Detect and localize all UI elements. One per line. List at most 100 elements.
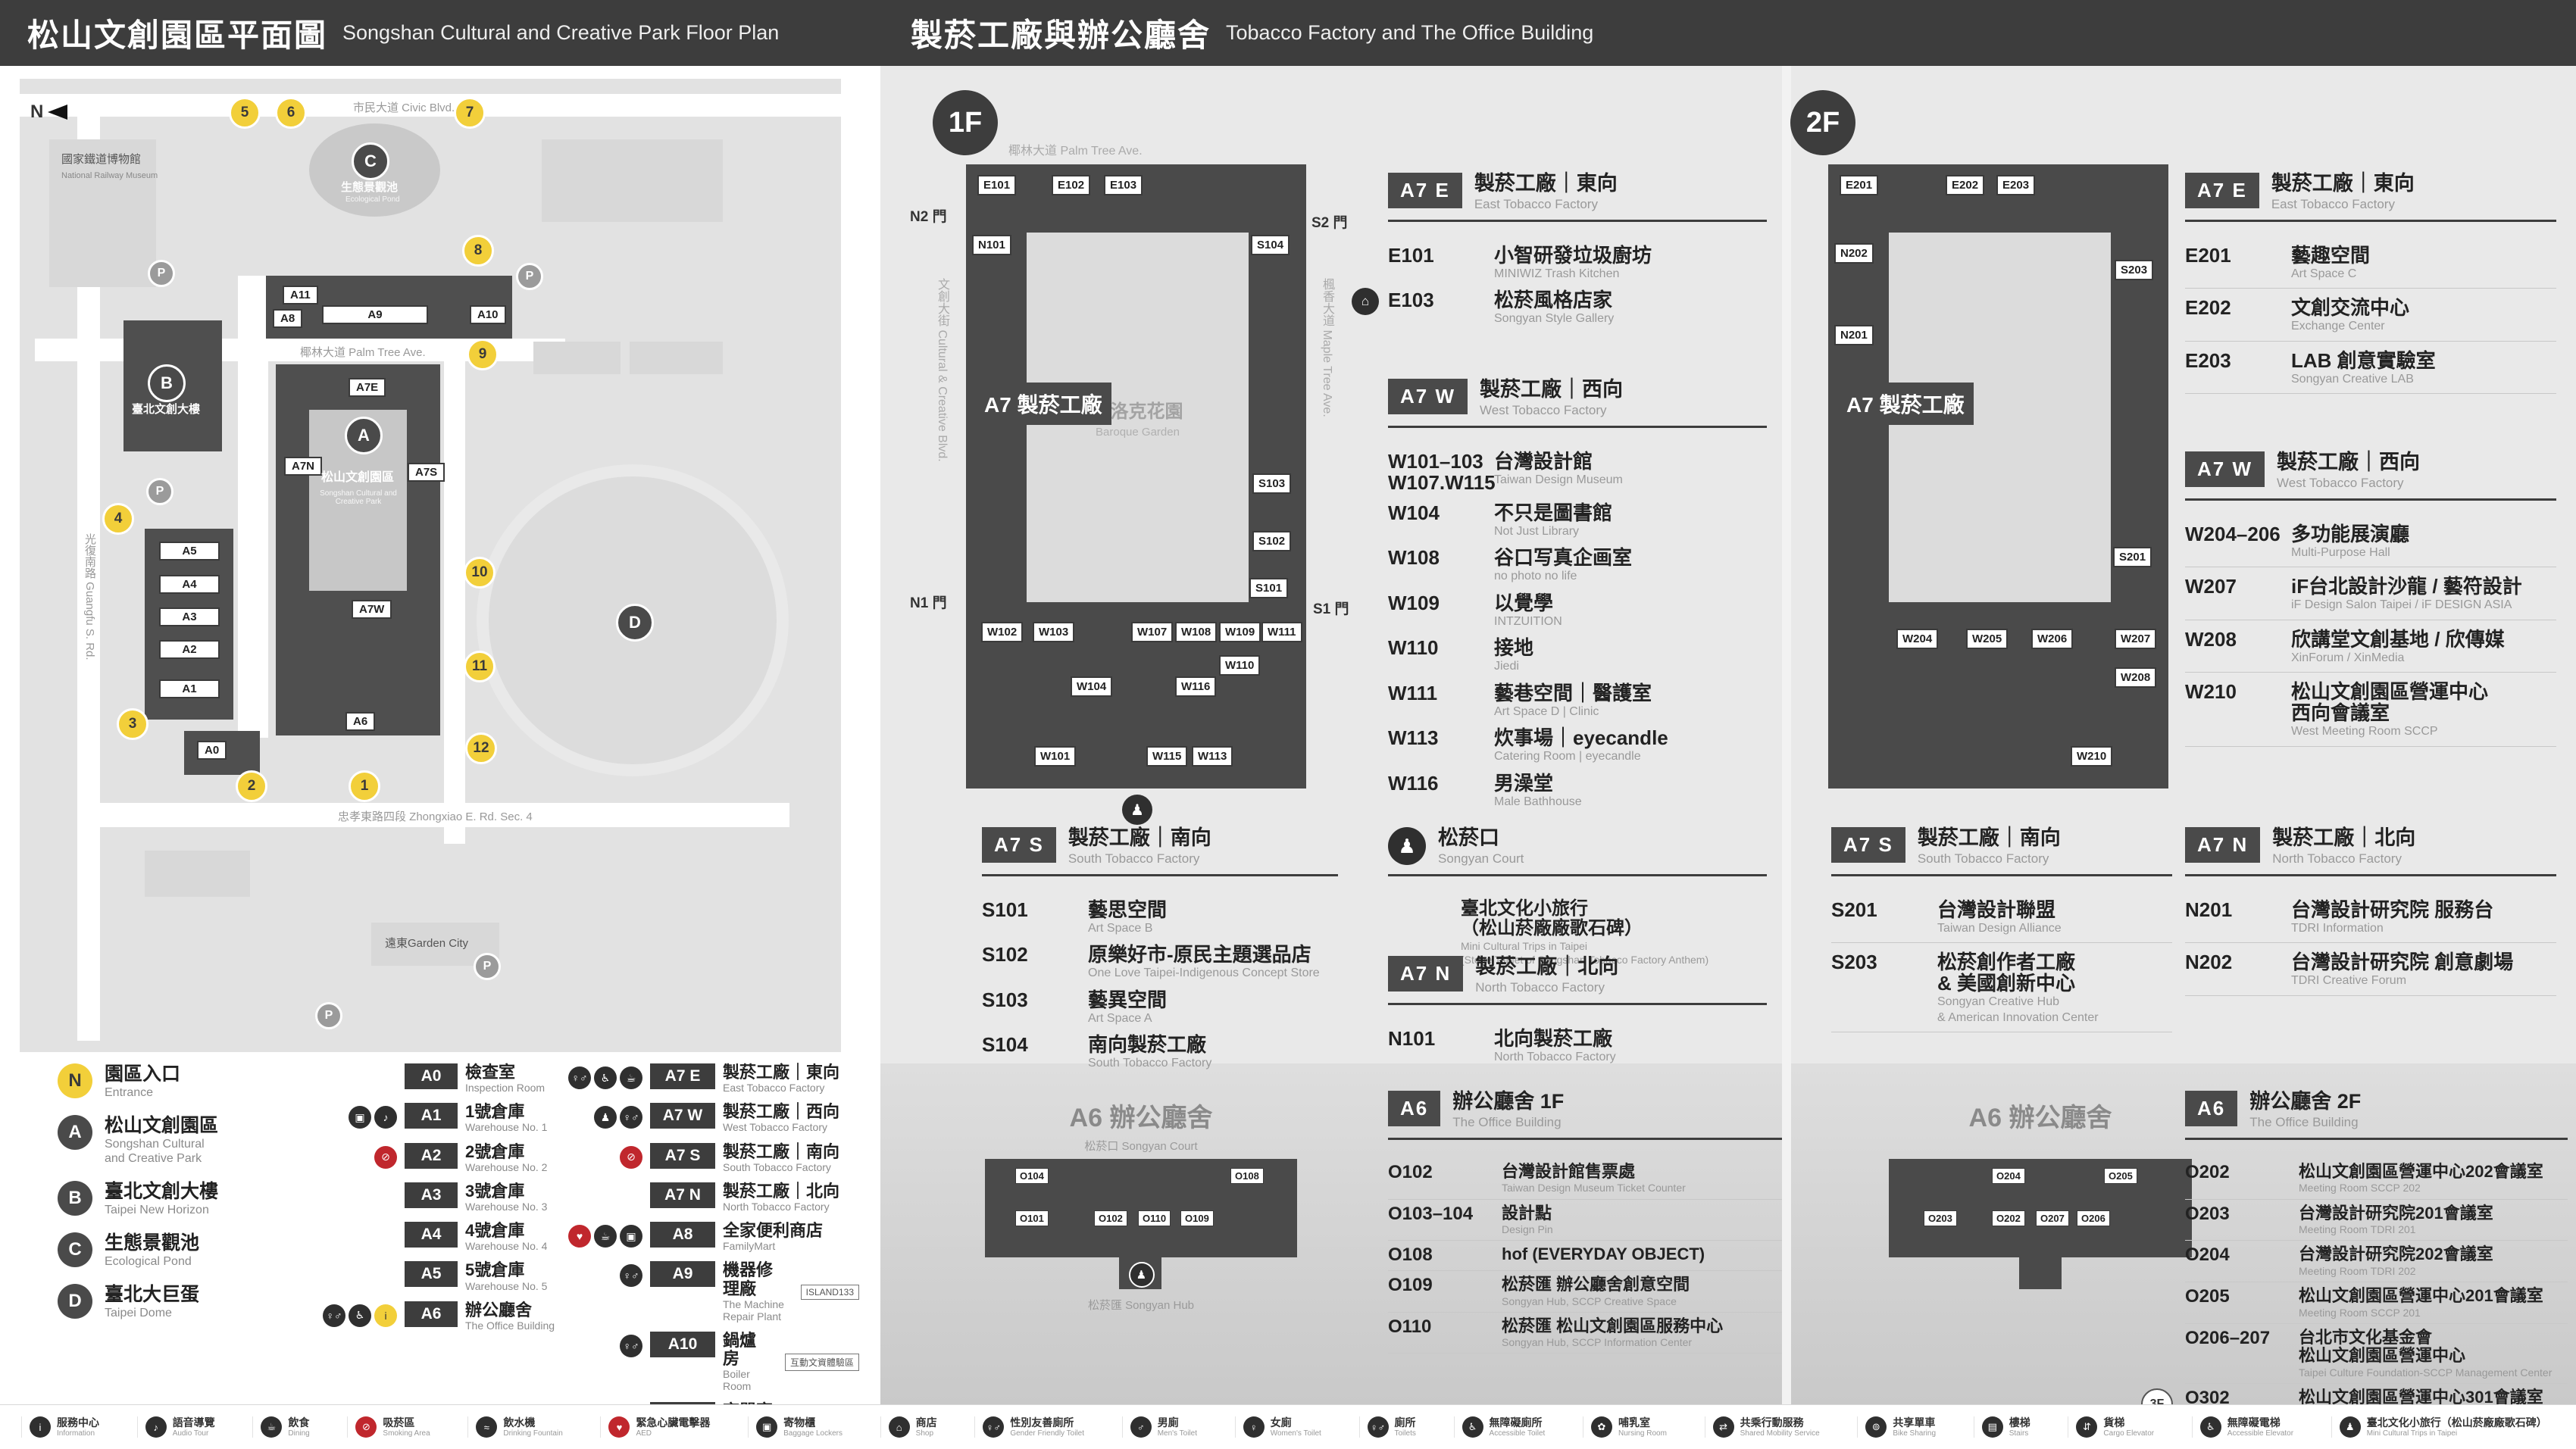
building-name-en: The Office Building [465,1319,555,1332]
plan-room: S203 [2115,260,2154,280]
plan-room: O104 [1015,1168,1049,1184]
room-code: E101 [1388,243,1434,267]
building-name: 鍋爐房 Boiler Room [723,1331,773,1393]
room-code: S104 [982,1033,1028,1057]
room-code: W108 [1388,546,1440,570]
walking-person-icon: ♟ [1128,1262,1155,1288]
amenity-label-en: Shop [915,1429,934,1438]
section-header: A7 N 製菸工廠｜北向 North Tobacco Factory [2185,826,2556,876]
plan-room: E201 [1840,175,1879,195]
building-plaque: A10 [470,305,506,324]
court-list-item: 臺北文化小旅行（松山菸廠廠歌石碑）Mini Cultural Trips in … [1388,898,1767,966]
amenity-icons: ♀♂ [564,1332,642,1357]
plan-room: W204 [1896,629,1939,649]
section-badge: A7 W [2185,451,2265,487]
legend-marker-row: C 生態景觀池 Ecological Pond [58,1232,308,1269]
plan-room: W115 [1146,746,1188,767]
plan-room: O101 [1015,1210,1049,1226]
walking-person-icon: ♟ [1122,795,1152,825]
office-building-plan-1f: 松菸口 Songyan Court ♟ 松菸匯 Songyan Hub O104… [985,1138,1297,1316]
section-items: 臺北文化小旅行（松山菸廠廠歌石碑）Mini Cultural Trips in … [1388,898,1767,966]
amenity-label-zh: 語音導覽 [172,1416,215,1429]
map-label: 椰林大道 Palm Tree Ave. [300,346,426,359]
building-code: A9 [650,1261,715,1288]
building-plaque: A8 [273,309,303,328]
amenity-icon: ▣ [756,1416,778,1438]
legend-icon: ☕ [620,1066,642,1089]
plan-room: W207 [2115,629,2157,649]
legend-icon: ⊘ [374,1145,397,1169]
legend-bar-item: ♪ 語音導覽 Audio Tour [136,1416,223,1438]
amenity-labels: 性別友善廁所 Gender Friendly Toilet [1010,1416,1084,1437]
entrance-number-marker: 1 [349,770,380,802]
map-letter-marker: D [616,604,654,642]
section-title-zh: 製菸工廠｜南向 [1068,826,1211,849]
walking-person-icon: ♟ [1388,827,1426,865]
legend-marker: B [58,1181,92,1216]
section-title-en: The Office Building [1452,1114,1562,1129]
building-note: 互動文資體驗區 [784,1353,859,1371]
building-name-zh: 全家便利商店 [723,1221,824,1241]
section-header: A6 辦公廳舍 2F The Office Building [2185,1090,2568,1140]
legend-building-row: A5 5號倉庫 Warehouse No. 5 [318,1261,558,1292]
street-label: 楓香大道 Maple Tree Ave. [1321,278,1333,417]
city-block [145,851,250,897]
legend-name-en: Songshan Cultural [105,1137,205,1151]
building-code: A4 [405,1222,458,1248]
legend-marker: D [58,1283,92,1319]
amenity-icon: ♂ [1130,1416,1152,1438]
legend-marker-row: D 臺北大巨蛋 Taipei Dome [58,1283,308,1320]
building-name: 2號倉庫 Warehouse No. 2 [465,1142,548,1173]
room-code: W204–206 [2185,522,2281,545]
amenity-label-en: Information [57,1429,95,1438]
amenity-label-en: Accessible Elevator [2227,1429,2294,1438]
left-title-en: Songshan Cultural and Creative Park Floo… [342,21,780,44]
building-name: 3號倉庫 Warehouse No. 3 [465,1182,547,1213]
plan-room: S102 [1252,531,1292,551]
amenity-icon: ▤ [1981,1416,2003,1438]
right-header: 製菸工廠與辦公廳舍 Tobacco Factory and The Office… [880,0,2576,66]
amenity-icon: ♿ [2199,1416,2221,1438]
plan-room: E203 [1996,175,2036,195]
section-title-en: South Tobacco Factory [1917,851,2049,866]
plan-room: W116 [1175,676,1217,697]
legend-name-zh: 生態景觀池 [105,1232,200,1254]
legend-marker-name: 園區入口 Entrance [105,1063,180,1100]
map-label: Ecological Pond [345,195,400,204]
building-name-en: East Tobacco Factory [723,1082,825,1095]
amenity-labels: 飲水機 Drinking Fountain [503,1416,562,1437]
building-name-en: Warehouse No. 2 [465,1160,548,1173]
legend-markers-column: N 園區入口 Entrance A 松山文創園區 Songshan Cultur… [58,1063,308,1335]
compass: N [30,101,68,123]
legend-name-en: Taipei New Horizon [105,1203,209,1216]
amenity-labels: 無障礙電梯 Accessible Elevator [2227,1416,2293,1437]
room-code: E103 [1388,289,1434,312]
amenity-icons: ⊘ [318,1143,397,1169]
section-header: A7 E 製菸工廠｜東向 East Tobacco Factory [2185,172,2556,222]
amenity-label-zh: 共享單車 [1893,1416,1936,1429]
legend-building-row: ▣♪ A1 1號倉庫 Warehouse No. 1 [318,1103,558,1133]
